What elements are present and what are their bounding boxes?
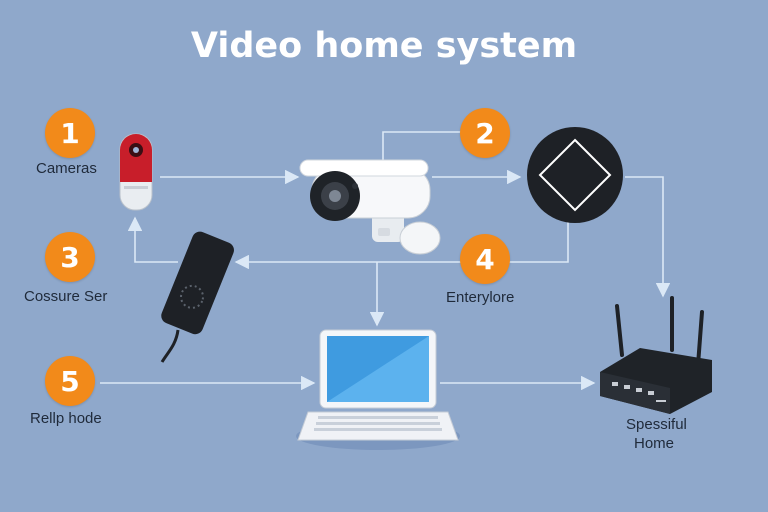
- connector-hub-to-sensor: [234, 222, 569, 270]
- step-2-badge: 2: [460, 108, 510, 158]
- router-label-line2: Home: [634, 435, 675, 452]
- step-5-label: Rellp hode: [30, 410, 102, 427]
- connector-camera-to-step2: [382, 131, 462, 165]
- step-5-badge: 5: [45, 356, 95, 406]
- hub-diamond-icon: [527, 127, 623, 223]
- step-4-label: Enterylore: [446, 289, 515, 306]
- router-icon: [600, 296, 712, 414]
- page-title: Video home system: [190, 26, 578, 66]
- connector-hub-to-router: [625, 176, 671, 298]
- step-3-badge: 3: [45, 232, 95, 282]
- sensor-device-icon: [160, 231, 234, 363]
- bullet-camera-icon: [299, 159, 441, 255]
- step-3-label: Cossure Ser: [24, 288, 108, 305]
- router-label-line1: Spessiful: [626, 416, 687, 433]
- step-4-badge: 4: [460, 234, 510, 284]
- connector-sensor-to-cameras: [127, 216, 178, 263]
- step-1-label: Cameras: [36, 160, 97, 177]
- step-1-badge: 1: [45, 108, 95, 158]
- camera-red-icon: [119, 133, 153, 211]
- laptop-icon: [296, 329, 460, 450]
